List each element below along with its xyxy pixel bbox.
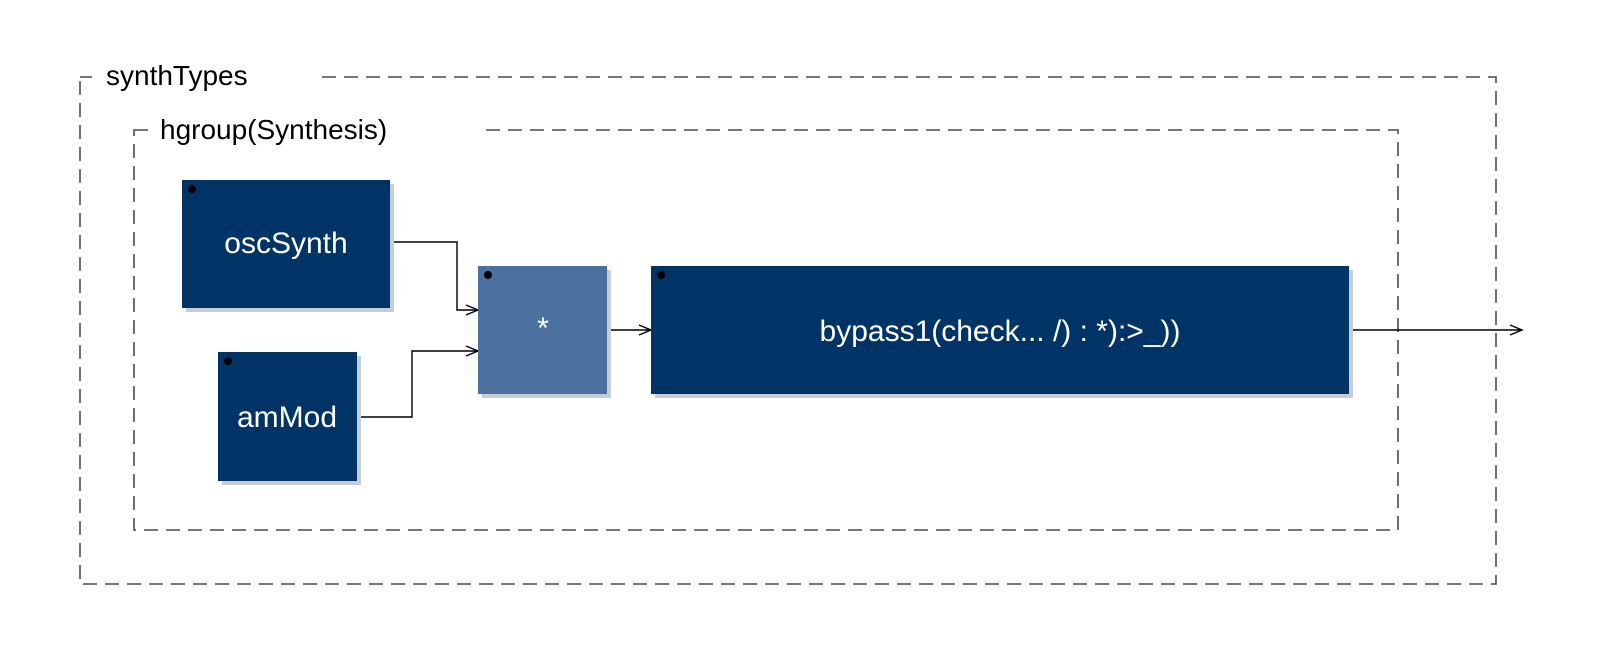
group-synthtypes: synthTypes <box>79 56 1497 585</box>
arrowhead-output <box>1509 324 1524 336</box>
block-multiply-body[interactable] <box>478 266 607 394</box>
group-synthtypes-frame <box>79 76 1497 585</box>
block-bypass-corner-dot <box>657 271 665 279</box>
wire-ammod-to-multiply <box>357 350 478 418</box>
block-multiply-label: * <box>537 312 549 345</box>
block-bypass-body[interactable] <box>651 266 1349 394</box>
group-synthesis-label: hgroup(Synthesis) <box>160 114 387 145</box>
block-oscsynth[interactable]: oscSynth <box>182 180 394 312</box>
block-bypass[interactable]: bypass1(check... /) : *):>_)) <box>651 266 1353 398</box>
group-synthtypes-label: synthTypes <box>106 60 248 91</box>
block-ammod[interactable]: amMod <box>218 352 361 485</box>
block-ammod-corner-dot <box>224 357 232 365</box>
group-synthesis: hgroup(Synthesis) <box>133 110 1399 531</box>
block-oscsynth-corner-dot <box>188 185 196 193</box>
block-ammod-body[interactable] <box>218 352 357 481</box>
block-multiply-corner-dot <box>484 271 492 279</box>
block-multiply[interactable]: * <box>478 266 611 398</box>
wire-oscsynth-to-multiply <box>390 241 478 311</box>
block-oscsynth-body[interactable] <box>182 180 390 308</box>
block-oscsynth-label: oscSynth <box>224 227 347 260</box>
block-bypass-label: bypass1(check... /) : *):>_)) <box>820 315 1181 348</box>
block-ammod-label: amMod <box>237 401 337 434</box>
